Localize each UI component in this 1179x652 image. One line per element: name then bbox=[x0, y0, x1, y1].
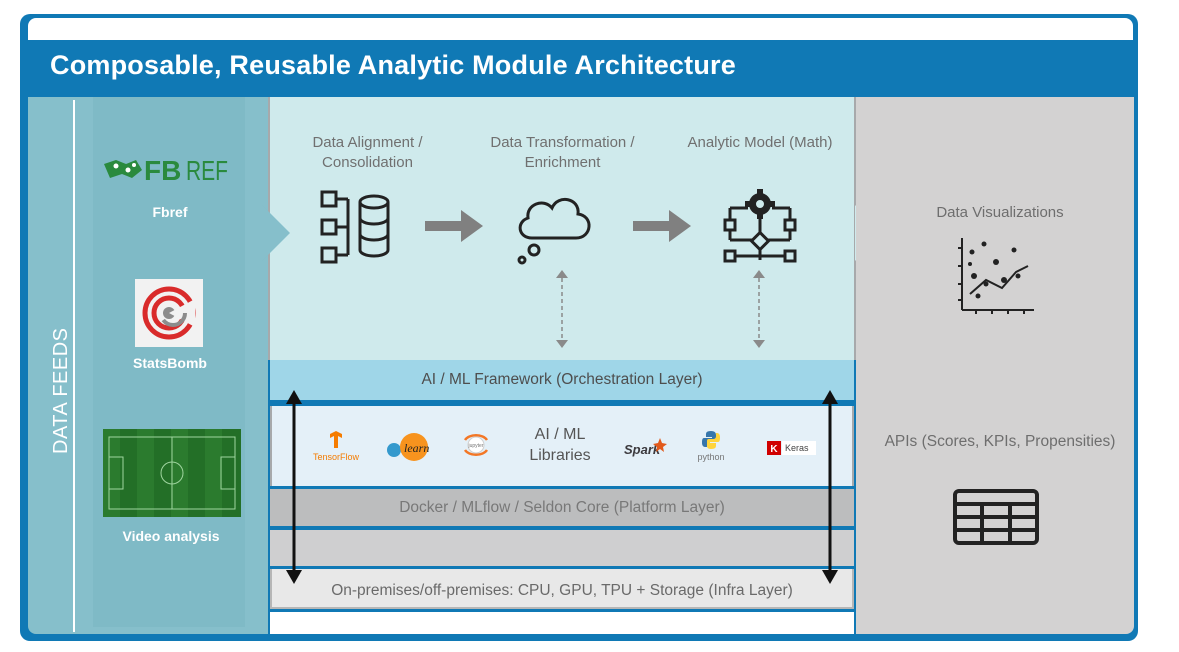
feed-label-fbref: Fbref bbox=[152, 204, 188, 220]
svg-text:Keras: Keras bbox=[785, 443, 809, 453]
svg-text:jupyter: jupyter bbox=[467, 443, 483, 449]
spark-icon: Spark bbox=[624, 438, 667, 457]
jupyter-icon: jupyter bbox=[463, 433, 489, 457]
ml-libraries-label: AI / ML Libraries bbox=[529, 426, 591, 464]
step-title-analytic: Analytic Model (Math) bbox=[687, 134, 833, 151]
fbref-icon: FB REF bbox=[104, 155, 228, 186]
database-icon bbox=[320, 190, 390, 264]
table-icon bbox=[953, 489, 1039, 545]
outputs-panel bbox=[856, 97, 1134, 634]
arrow-right-icon-2 bbox=[633, 210, 691, 242]
tensorflow-logo: TensorFlow bbox=[308, 430, 364, 462]
python-logo: python bbox=[692, 430, 730, 462]
football-pitch-icon bbox=[103, 429, 241, 517]
cloud-icon bbox=[517, 198, 591, 265]
data-feeds-inner bbox=[93, 97, 245, 627]
svg-text:learn: learn bbox=[404, 441, 429, 455]
page-title: Composable, Reusable Analytic Module Arc… bbox=[50, 50, 736, 80]
white-gap bbox=[270, 612, 854, 634]
sklearn-logo: learn bbox=[384, 432, 444, 462]
fbref-logo-text: FB bbox=[144, 155, 181, 186]
python-icon bbox=[702, 431, 720, 449]
arrow-right-icon bbox=[425, 210, 483, 242]
dashed-connector-icon-2 bbox=[753, 270, 765, 348]
vertical-double-arrow-icon-2 bbox=[822, 390, 838, 584]
gear-network-icon bbox=[723, 189, 797, 263]
fbref-logo: FB REF bbox=[102, 150, 232, 186]
svg-text:K: K bbox=[770, 444, 778, 455]
step-title-transformation: Data Transformation / Enrichment bbox=[490, 134, 635, 171]
feed-label-video: Video analysis bbox=[122, 528, 220, 544]
sklearn-icon: learn bbox=[387, 433, 429, 461]
tensorflow-label: TensorFlow bbox=[312, 452, 359, 462]
tensorflow-icon bbox=[330, 431, 342, 448]
data-feeds-label: DATA FEEDS bbox=[50, 319, 73, 462]
python-label: python bbox=[697, 452, 725, 462]
platform-layer: Docker / MLflow / Seldon Core (Platform … bbox=[270, 489, 854, 526]
ml-libraries-layer bbox=[270, 406, 854, 486]
ml-framework-layer: AI / ML Framework (Orchestration Layer) bbox=[270, 360, 854, 400]
keras-logo: K Keras bbox=[766, 438, 820, 458]
feed-label-statsbomb: StatsBomb bbox=[133, 355, 207, 371]
svg-text:REF: REF bbox=[186, 155, 228, 186]
empty-layer bbox=[270, 530, 854, 566]
spark-logo: Spark bbox=[622, 436, 672, 460]
dashed-connector-icon bbox=[556, 270, 568, 348]
video-analysis-image bbox=[103, 429, 241, 517]
jupyter-logo: jupyter bbox=[458, 430, 494, 462]
output-title-visualizations: Data Visualizations bbox=[936, 204, 1064, 221]
keras-icon: K Keras bbox=[767, 441, 816, 455]
svg-text:Spark: Spark bbox=[624, 442, 661, 457]
statsbomb-logo bbox=[135, 279, 203, 347]
scatter-plot-icon bbox=[958, 238, 1034, 314]
infra-layer: On-premises/off-premises: CPU, GPU, TPU … bbox=[270, 569, 854, 609]
statsbomb-icon bbox=[142, 286, 196, 340]
feeds-arrow-icon-overlay bbox=[262, 205, 290, 261]
vertical-double-arrow-icon bbox=[286, 390, 302, 584]
frame-top-strip bbox=[28, 18, 1133, 40]
data-feeds-divider bbox=[73, 100, 75, 632]
output-title-apis: APIs (Scores, KPIs, Propensities) bbox=[884, 433, 1116, 450]
step-title-alignment: Data Alignment / Consolidation bbox=[312, 134, 423, 171]
